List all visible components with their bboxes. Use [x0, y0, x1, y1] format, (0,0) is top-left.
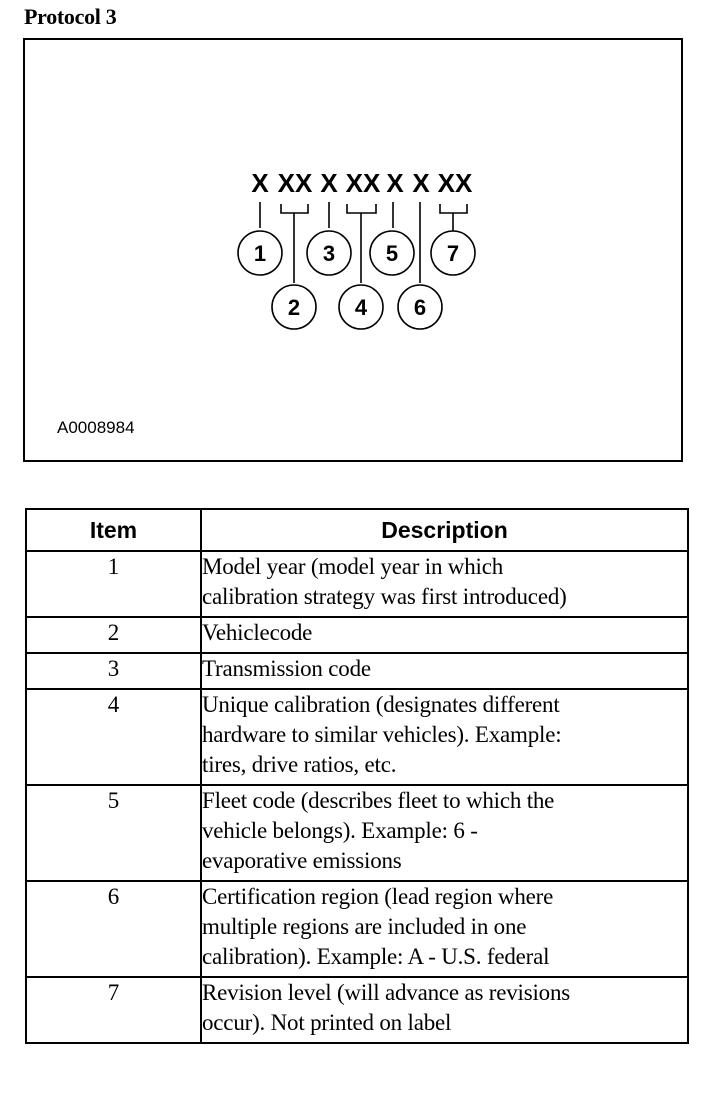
column-header-description: Description	[200, 508, 689, 552]
item-number: 3	[25, 652, 202, 690]
item-description: Model year (model year in which calibrat…	[200, 550, 689, 618]
callout-circle-7	[430, 230, 476, 276]
callout-label-4: 4	[355, 295, 368, 320]
item-description: Revision level (will advance as revision…	[200, 976, 689, 1044]
item-description: Transmission code	[200, 652, 689, 690]
item-number: 7	[25, 976, 202, 1044]
item-description: Unique calibration (designates different…	[200, 688, 689, 786]
description-line: vehicle belongs). Example: 6 -	[202, 818, 478, 843]
table-row: 3 Transmission code	[25, 652, 689, 690]
page-title: Protocol 3	[24, 4, 117, 29]
code-glyph-5: X	[386, 168, 404, 198]
description-line: Revision level (will advance as revision…	[202, 980, 571, 1005]
callout-label-1: 1	[254, 241, 266, 266]
code-glyph-3: X	[320, 168, 338, 198]
description-line: occur). Not printed on label	[202, 1010, 452, 1035]
table-row: 1 Model year (model year in which calibr…	[25, 550, 689, 618]
code-glyph-7: XX	[438, 168, 473, 198]
description-line: Transmission code	[202, 656, 371, 681]
callout-circle-4	[338, 284, 384, 330]
table-row: 4 Unique calibration (designates differe…	[25, 688, 689, 786]
description-line: tires, drive ratios, etc.	[202, 752, 397, 777]
bracket-2	[280, 204, 309, 214]
protocol-diagram: X XX X XX X X XX	[23, 38, 683, 462]
item-number: 5	[25, 784, 202, 882]
item-description: Fleet code (describes fleet to which the…	[200, 784, 689, 882]
callout-circles	[237, 230, 476, 330]
item-description: Vehiclecode	[200, 616, 689, 654]
callout-label-6: 6	[414, 295, 426, 320]
code-glyph-4: XX	[346, 168, 381, 198]
callout-label-2: 2	[288, 295, 300, 320]
description-line: Fleet code (describes fleet to which the	[202, 788, 555, 813]
code-glyphs: X XX X XX X X XX	[251, 168, 473, 198]
description-line: hardware to similar vehicles). Example:	[202, 722, 562, 747]
callout-circle-1	[237, 230, 283, 276]
item-description-table: Item Description 1 Model year (model yea…	[25, 508, 689, 1044]
callout-circle-5	[369, 230, 415, 276]
description-line: evaporative emissions	[202, 848, 402, 873]
code-glyph-6: X	[412, 168, 430, 198]
callout-labels: 1 2 3 4 5 6 7	[254, 241, 459, 320]
description-line: Vehiclecode	[202, 620, 313, 645]
item-number: 6	[25, 880, 202, 978]
figure-id: A0008984	[57, 418, 135, 437]
description-line: Model year (model year in which	[202, 554, 503, 579]
table-row: 2 Vehiclecode	[25, 616, 689, 654]
callout-label-3: 3	[323, 241, 335, 266]
code-diagram: X XX X XX X X XX	[237, 168, 476, 330]
leader-lines	[259, 202, 468, 283]
bracket-4	[346, 204, 377, 214]
description-line: Unique calibration (designates different	[202, 692, 560, 717]
item-description: Certification region (lead region where …	[200, 880, 689, 978]
callout-circle-6	[397, 284, 443, 330]
code-glyph-1: X	[251, 168, 269, 198]
description-line: Certification region (lead region where	[202, 884, 554, 909]
callout-label-7: 7	[447, 241, 459, 266]
callout-label-5: 5	[386, 241, 398, 266]
table-row: 5 Fleet code (describes fleet to which t…	[25, 784, 689, 882]
table-row: 7 Revision level (will advance as revisi…	[25, 976, 689, 1044]
table-header-row: Item Description	[25, 508, 689, 552]
item-number: 1	[25, 550, 202, 618]
item-number: 2	[25, 616, 202, 654]
callout-circle-2	[271, 284, 317, 330]
table-row: 6 Certification region (lead region wher…	[25, 880, 689, 978]
code-glyph-2: XX	[278, 168, 313, 198]
description-line: calibration). Example: A - U.S. federal	[202, 944, 550, 969]
item-number: 4	[25, 688, 202, 786]
callout-circle-3	[306, 230, 352, 276]
column-header-item: Item	[25, 508, 202, 552]
description-line: multiple regions are included in one	[202, 914, 527, 939]
description-line: calibration strategy was first introduce…	[202, 584, 567, 609]
bracket-7	[439, 204, 468, 214]
